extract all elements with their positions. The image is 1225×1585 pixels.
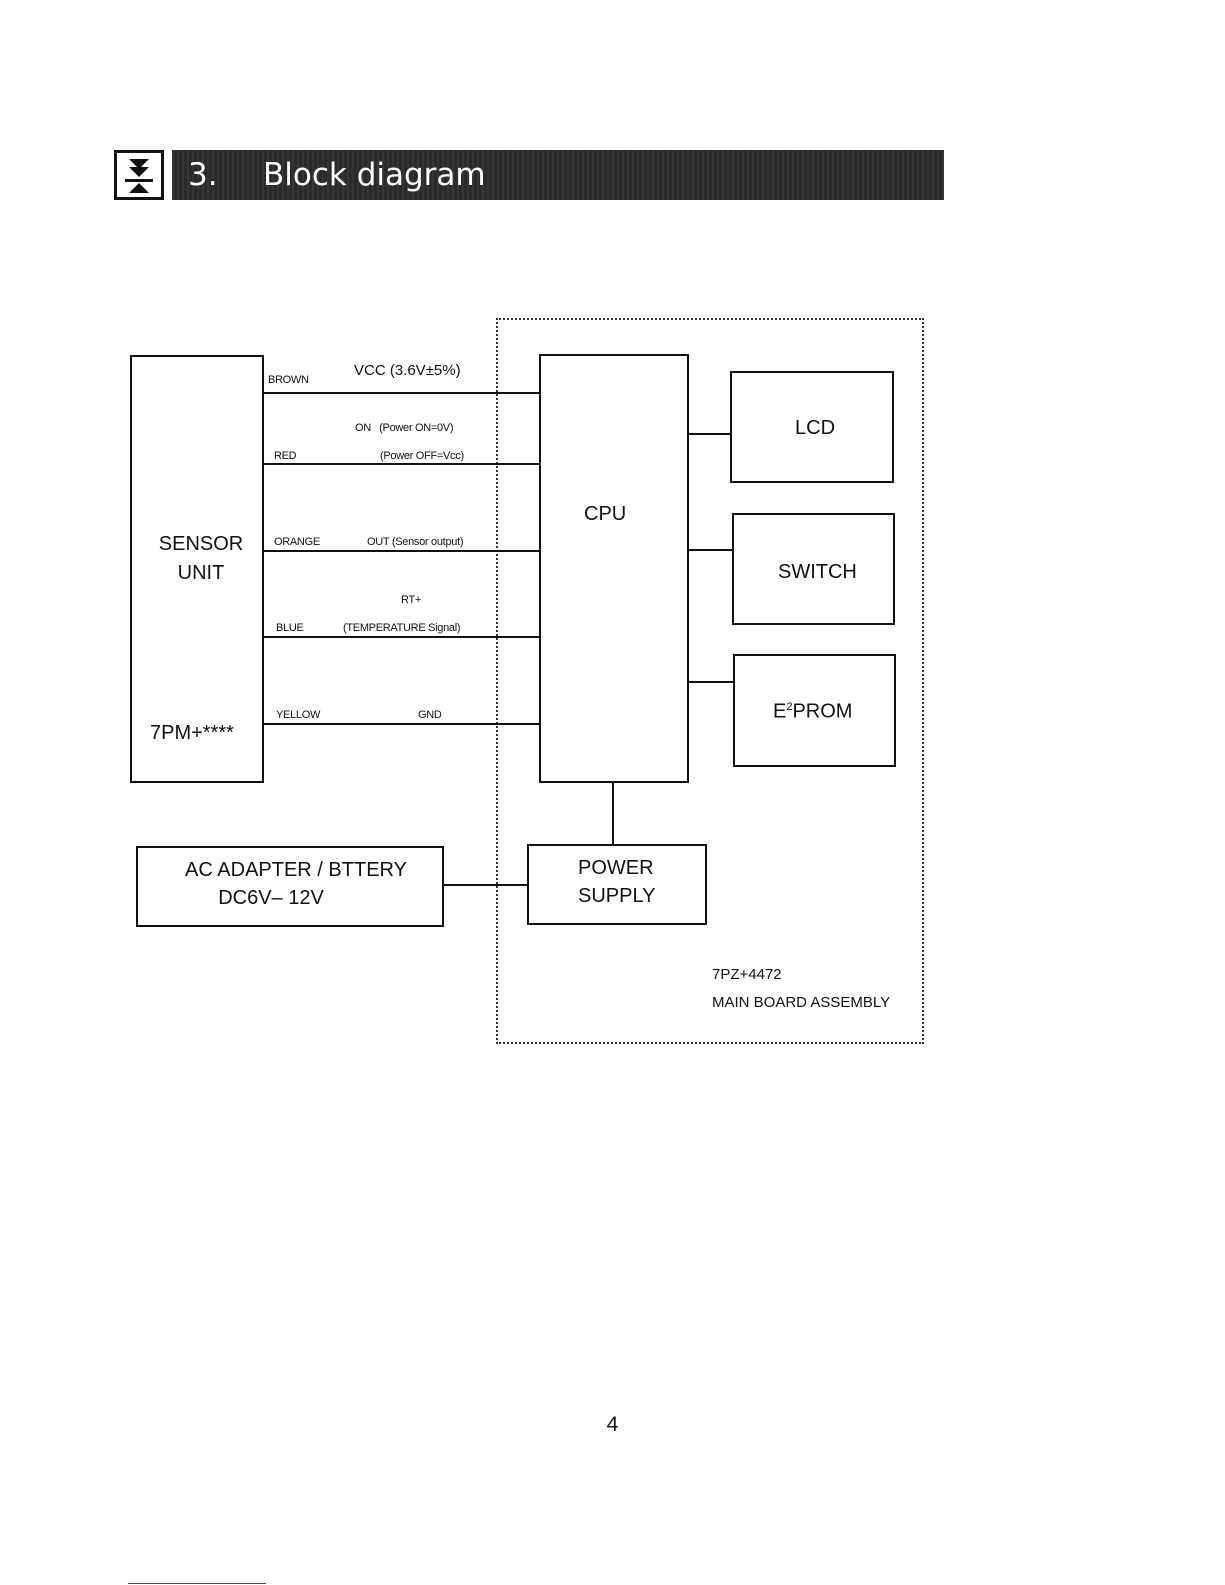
eeprom-label: E2PROM — [773, 695, 852, 724]
ac-adapter-label-1: AC ADAPTER / BTTERY — [136, 858, 456, 882]
sensor-unit-part-number: 7PM+**** — [150, 721, 234, 745]
section-title: Block diagram — [263, 152, 486, 198]
main-board-part-number: 7PZ+4472 — [712, 966, 782, 984]
page-number: 4 — [0, 1413, 1225, 1437]
wire-red-color: RED — [274, 450, 296, 463]
switch-label: SWITCH — [778, 560, 857, 584]
sensor-unit-label-1: SENSOR — [140, 532, 262, 556]
wire-red — [263, 463, 540, 465]
wire-cpu-eeprom — [688, 681, 734, 683]
cpu-block — [539, 354, 689, 783]
wire-cpu-power — [612, 782, 614, 845]
wire-orange — [263, 550, 540, 552]
power-supply-label-2: SUPPLY — [578, 884, 655, 908]
wire-orange-signal: OUT (Sensor output) — [367, 536, 463, 549]
download-arrow-icon — [114, 150, 164, 200]
wire-adapter-power — [443, 884, 528, 886]
wire-cpu-switch — [688, 549, 733, 551]
wire-red-signal-bottom: (Power OFF=Vcc) — [380, 450, 464, 463]
wire-cpu-lcd — [688, 433, 731, 435]
wire-blue — [263, 636, 540, 638]
wire-blue-signal-top: RT+ — [401, 594, 421, 607]
lcd-label: LCD — [795, 416, 835, 440]
wire-yellow — [263, 723, 540, 725]
wire-brown — [263, 392, 540, 394]
sensor-unit-label-2: UNIT — [140, 561, 262, 585]
wire-yellow-signal: GND — [418, 709, 442, 722]
wire-yellow-color: YELLOW — [276, 709, 320, 722]
wire-red-signal-top: ON (Power ON=0V) — [355, 422, 453, 435]
wire-brown-signal: VCC (3.6V±5%) — [354, 362, 461, 380]
ac-adapter-label-2: DC6V– 12V — [136, 886, 406, 910]
wire-orange-color: ORANGE — [274, 536, 320, 549]
wire-blue-color: BLUE — [276, 622, 304, 635]
wire-brown-color: BROWN — [268, 374, 309, 387]
wire-blue-signal-bottom: (TEMPERATURE Signal) — [343, 622, 460, 635]
main-board-name: MAIN BOARD ASSEMBLY — [712, 994, 890, 1012]
section-number: 3. — [188, 152, 218, 198]
power-supply-label-1: POWER — [578, 856, 654, 880]
footer-line — [128, 1583, 266, 1584]
cpu-label: CPU — [584, 502, 626, 526]
